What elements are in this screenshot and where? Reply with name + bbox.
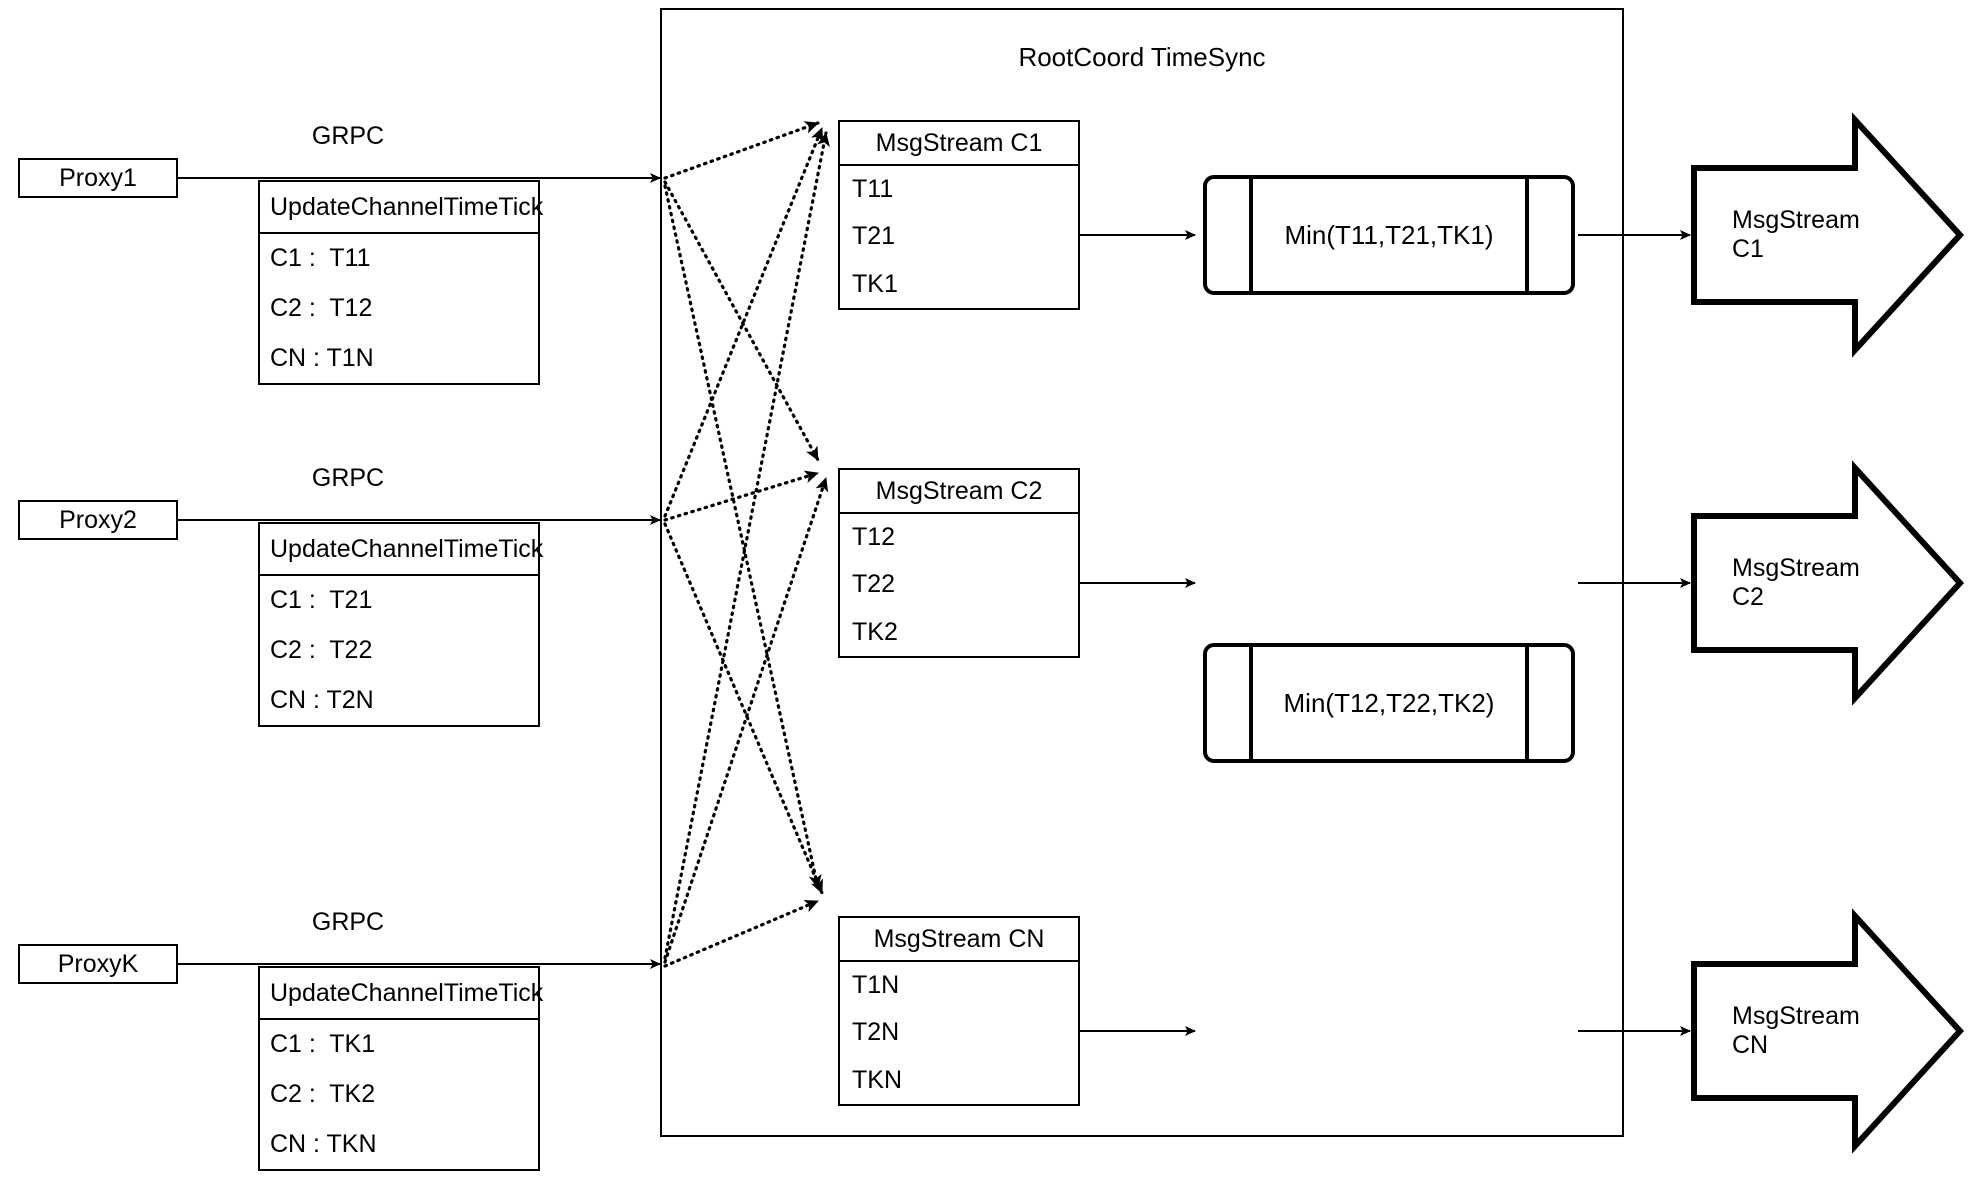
min-label: Min(T11,T21,TK1) (1284, 219, 1494, 250)
proxy-box-proxy1[interactable]: Proxy1 (18, 158, 178, 198)
proxy-label: Proxy1 (59, 163, 137, 192)
uct-title: UpdateChannelTimeTick (260, 968, 543, 1020)
process-divider-left (1249, 643, 1253, 763)
msgstream-row: TK2 (852, 617, 898, 646)
output-arrow-label-c1: MsgStream C1 (1694, 168, 1894, 302)
msgstream-body: T12 T22 TK2 (840, 514, 1078, 656)
uct-title: UpdateChannelTimeTick (260, 182, 543, 234)
msgstream-table-c2: MsgStream C2 T12 T22 TK2 (838, 468, 1080, 658)
msgstream-row: T1N (852, 971, 900, 1000)
uct-body: C1 : T11 C2 : T12 CN : T1N (260, 234, 538, 383)
output-label: MsgStream C1 (1732, 206, 1860, 263)
uct-row: CN : T2N (270, 685, 374, 714)
uct-body: C1 : TK1 C2 : TK2 CN : TKN (260, 1020, 538, 1169)
output-label: MsgStream C2 (1732, 554, 1860, 611)
msgstream-table-cn: MsgStream CN T1N T2N TKN (838, 916, 1080, 1106)
update-channel-timetick-table-proxyk: UpdateChannelTimeTick C1 : TK1 C2 : TK2 … (258, 966, 543, 1171)
rootcoord-timesync-container (660, 8, 1624, 1137)
msgstream-title: MsgStream C1 (840, 122, 1078, 166)
msgstream-row: T22 (852, 570, 896, 599)
msgstream-row: T11 (852, 175, 894, 204)
min-process-c2: Min(T12,T22,TK2) (1203, 643, 1575, 763)
grpc-label-proxy1: GRPC (311, 122, 385, 150)
update-channel-timetick-table-proxy1: UpdateChannelTimeTick C1 : T11 C2 : T12 … (258, 180, 543, 385)
uct-body: C1 : T21 C2 : T22 CN : T2N (260, 576, 538, 725)
min-process-c1: Min(T11,T21,TK1) (1203, 175, 1575, 295)
uct-row: C1 : T11 (270, 244, 371, 273)
grpc-label-proxyk: GRPC (311, 908, 385, 936)
uct-title: UpdateChannelTimeTick (260, 524, 543, 576)
output-arrow-label-c2: MsgStream C2 (1694, 516, 1894, 650)
msgstream-body: T1N T2N TKN (840, 962, 1078, 1104)
grpc-label-proxy2: GRPC (311, 464, 385, 492)
proxy-label: ProxyK (57, 949, 139, 978)
msgstream-row: T2N (852, 1018, 900, 1047)
proxy-box-proxy2[interactable]: Proxy2 (18, 500, 178, 540)
process-divider-right (1525, 175, 1529, 295)
msgstream-row: T21 (852, 222, 896, 251)
uct-row: C2 : T12 (270, 293, 373, 322)
update-channel-timetick-table-proxy2: UpdateChannelTimeTick C1 : T21 C2 : T22 … (258, 522, 543, 727)
proxy-label: Proxy2 (59, 505, 137, 534)
uct-row: C2 : TK2 (270, 1079, 376, 1108)
msgstream-row: T12 (852, 523, 896, 552)
proxy-box-proxyk[interactable]: ProxyK (18, 944, 178, 984)
min-label: Min(T12,T22,TK2) (1283, 687, 1495, 718)
output-label: MsgStream CN (1732, 1002, 1860, 1059)
uct-row: CN : T1N (270, 343, 374, 372)
process-divider-right (1525, 643, 1529, 763)
uct-row: C1 : TK1 (270, 1030, 376, 1059)
output-arrow-label-cn: MsgStream CN (1694, 964, 1894, 1098)
process-divider-left (1249, 175, 1253, 295)
msgstream-title: MsgStream CN (840, 918, 1078, 962)
container-title: RootCoord TimeSync (1018, 42, 1266, 72)
msgstream-row: TKN (852, 1065, 902, 1094)
msgstream-table-c1: MsgStream C1 T11 T21 TK1 (838, 120, 1080, 310)
uct-row: C1 : T21 (270, 586, 373, 615)
msgstream-title: MsgStream C2 (840, 470, 1078, 514)
msgstream-body: T11 T21 TK1 (840, 166, 1078, 308)
uct-row: C2 : T22 (270, 635, 373, 664)
uct-row: CN : TKN (270, 1129, 377, 1158)
msgstream-row: TK1 (852, 269, 898, 298)
